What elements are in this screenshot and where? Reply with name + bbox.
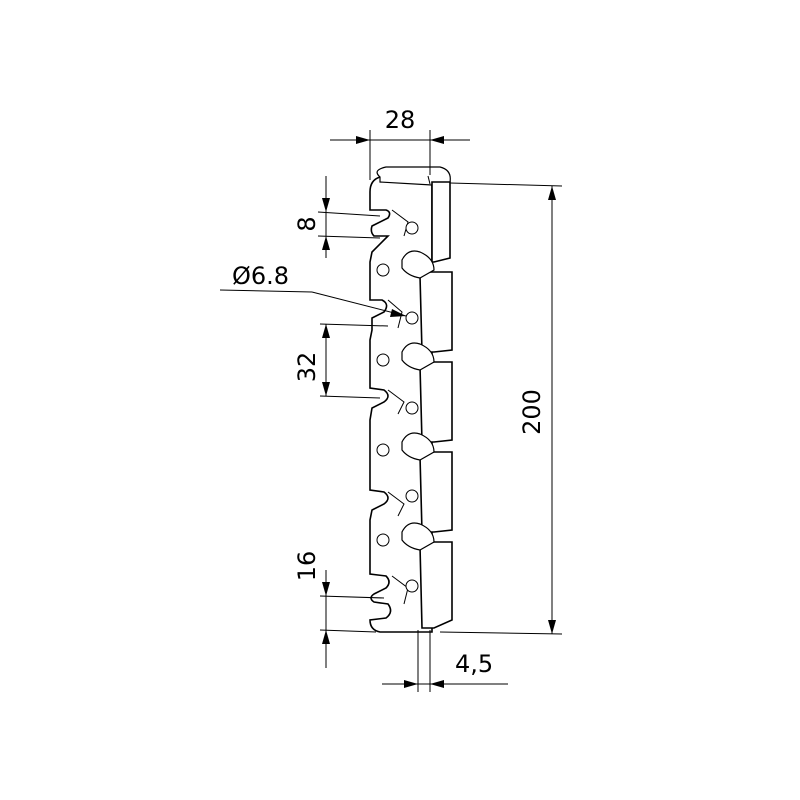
dim-slot-label: 8 <box>293 216 321 231</box>
hole <box>376 443 390 457</box>
dim-hole-label: Ø6.8 <box>232 262 289 290</box>
holes <box>376 221 419 593</box>
plate-outline <box>369 176 433 633</box>
dim-width-label: 28 <box>385 106 416 134</box>
lug-1 <box>391 209 409 237</box>
groove-4 <box>401 522 435 551</box>
hole <box>405 221 419 235</box>
flange-2 <box>419 271 453 353</box>
dim-thickness-label: 4,5 <box>455 650 493 678</box>
groove-3 <box>401 432 435 461</box>
dimension-pitch: 32 <box>293 323 389 399</box>
dim-length-label: 200 <box>518 389 546 435</box>
lug-3 <box>387 389 405 415</box>
flange-3 <box>419 361 453 443</box>
dim-end-offset-label: 16 <box>293 551 321 582</box>
flange-1 <box>431 181 451 263</box>
groove-2 <box>401 342 435 371</box>
dimension-width: 28 <box>330 106 470 180</box>
lug-4 <box>387 491 405 517</box>
dimension-hole: Ø6.8 <box>219 262 407 317</box>
hole <box>376 353 390 367</box>
lug-2 <box>387 299 403 329</box>
flange-5 <box>419 541 453 629</box>
dimension-end-offset: 16 <box>293 551 385 668</box>
hole <box>405 401 419 415</box>
hole <box>405 489 419 503</box>
groove-1 <box>401 250 435 279</box>
profile-top-inner <box>427 175 431 185</box>
dimension-slot: 8 <box>293 176 381 258</box>
grooves <box>401 250 435 551</box>
profile-plate <box>369 176 433 633</box>
hole <box>376 533 390 547</box>
flange-4 <box>419 451 453 533</box>
hole <box>376 263 390 277</box>
dimension-thickness: 4,5 <box>382 630 508 692</box>
dimension-length: 200 <box>439 182 563 635</box>
dim-pitch-label: 32 <box>293 352 321 383</box>
hole <box>405 311 419 325</box>
hole <box>405 579 419 593</box>
